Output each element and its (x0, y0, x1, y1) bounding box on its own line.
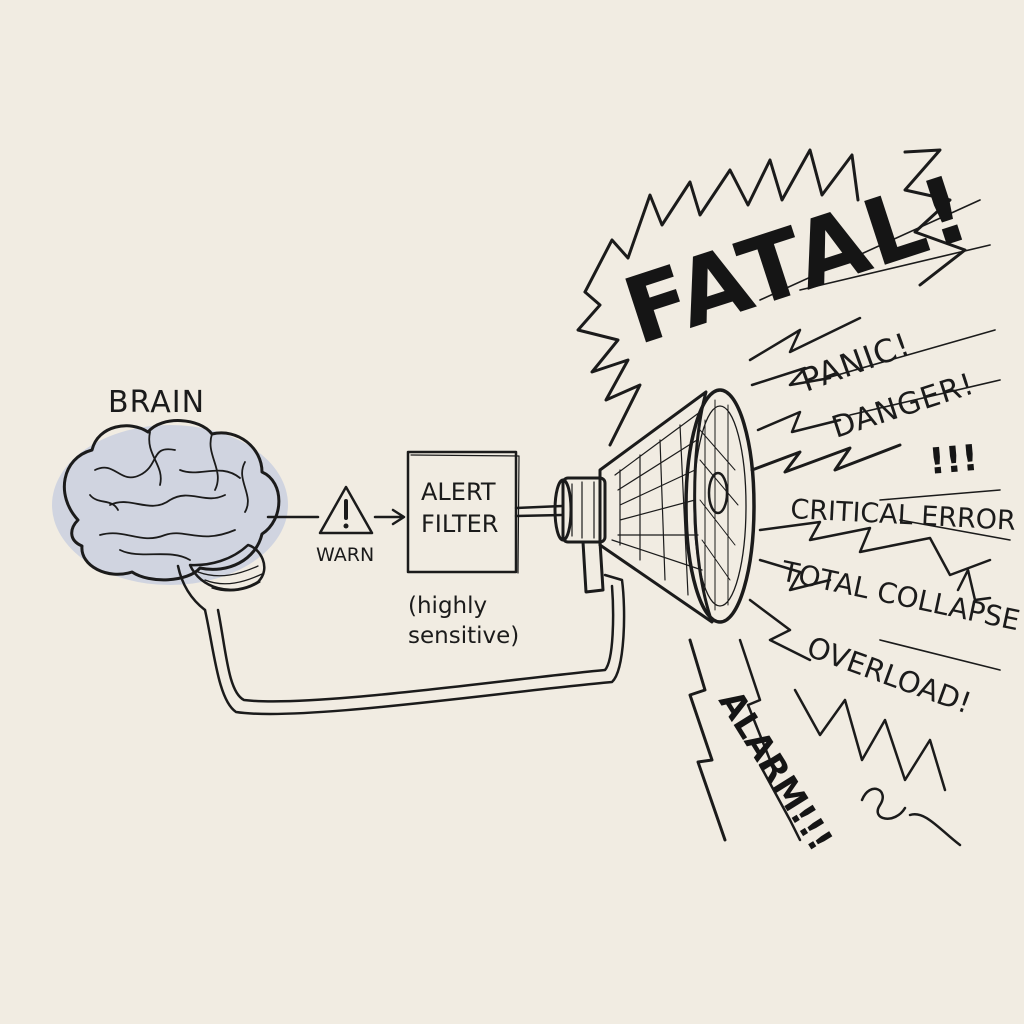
shout-critical-error: CRITICAL ERROR (790, 494, 1017, 537)
shout-alarm: ALARM!!! (710, 684, 840, 859)
megaphone-icon (553, 388, 756, 624)
shout-jagged-lines (576, 148, 1011, 847)
shout-total-collapse: TOTAL COLLAPSE (778, 554, 1023, 637)
shout-bangs: !!! (927, 438, 980, 483)
feedback-cable (203, 573, 626, 716)
warn-label: WARN (316, 544, 374, 566)
sensitivity-note-line2: sensitive) (408, 623, 519, 649)
shout-panic: PANIC! (796, 325, 916, 400)
alert-filter-box (406, 450, 520, 574)
warning-icon (318, 485, 374, 535)
sensitivity-note-line1: (highly (408, 593, 487, 619)
filter-label-line1: ALERT (421, 478, 496, 506)
brain-label: BRAIN (108, 385, 205, 420)
arrow-to-filter (373, 508, 406, 526)
filter-label-line2: FILTER (421, 510, 498, 538)
shout-overload: OVERLOAD! (803, 630, 976, 721)
brain-icon (52, 419, 288, 612)
